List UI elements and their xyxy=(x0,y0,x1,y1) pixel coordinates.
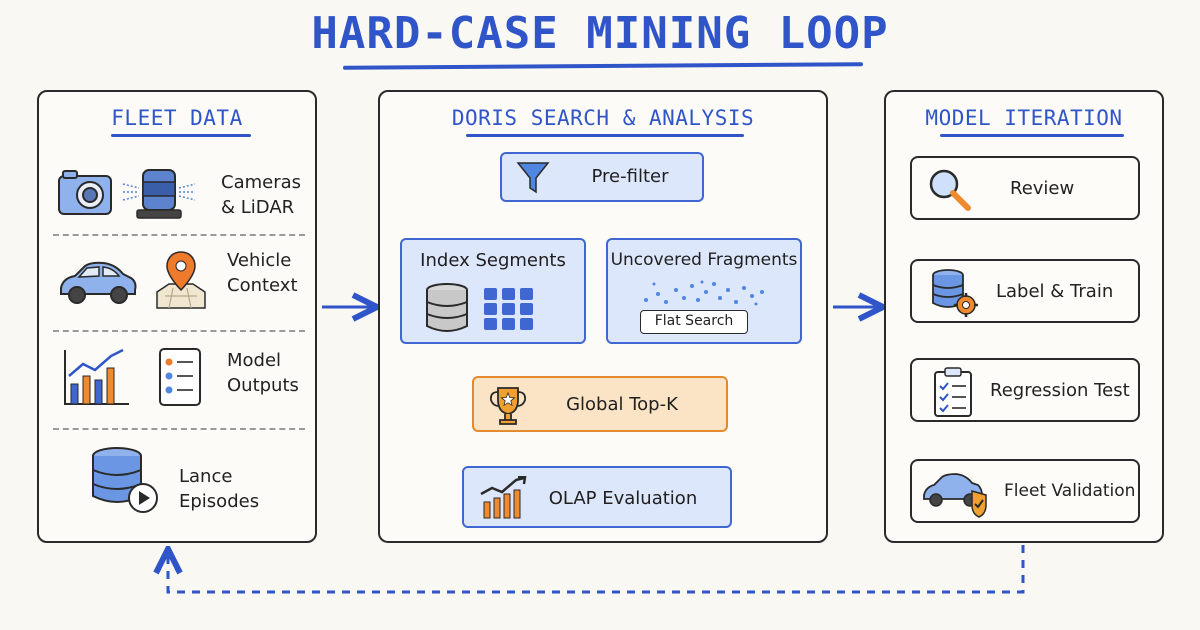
fleet-divider xyxy=(53,234,305,236)
car-icon xyxy=(60,261,137,304)
vehicle-context-label: Vehicle Context xyxy=(227,248,298,298)
fleet-row-vehicle-context: Vehicle Context xyxy=(49,240,305,332)
clipboard-check-icon xyxy=(934,367,972,417)
fleet-divider xyxy=(53,428,305,430)
index-segments-node: Index Segments xyxy=(400,238,586,344)
olap-evaluation-label: OLAP Evaluation xyxy=(548,488,698,509)
fleet-row-lance-episodes: Lance Episodes xyxy=(49,434,305,526)
feedback-loop-arrow xyxy=(168,545,1025,594)
cameras-label: Cameras xyxy=(221,172,302,193)
label-train-step: Label & Train xyxy=(910,259,1140,323)
fleet-data-panel: FLEET DATA Cameras & LiDAR xyxy=(37,90,317,543)
fleet-validation-step: Fleet Validation xyxy=(910,459,1140,523)
scatter-dots-icon xyxy=(644,280,764,306)
prefilter-label: Pre-filter xyxy=(591,166,669,187)
olap-evaluation-node: OLAP Evaluation xyxy=(462,466,732,528)
fleet-row-model-outputs: Model Outputs xyxy=(49,336,305,428)
global-topk-label: Global Top-K xyxy=(566,394,678,415)
magnifier-icon xyxy=(929,169,971,211)
review-label: Review xyxy=(1010,178,1075,199)
cameras-lidar-label: Cameras & LiDAR xyxy=(221,170,301,220)
flat-search-label: Flat Search xyxy=(654,313,734,329)
model-iteration-panel: MODEL ITERATION Review Label & Train Reg… xyxy=(884,90,1164,543)
flat-search-box: Flat Search xyxy=(640,310,748,334)
camera-icon xyxy=(58,170,112,215)
lance-episodes-label: Lance Episodes xyxy=(179,466,260,512)
prefilter-node: Pre-filter xyxy=(500,152,704,202)
uncovered-fragments-node: Uncovered Fragments Flat Search xyxy=(606,238,802,344)
model-outputs-label: Model Outputs xyxy=(227,348,299,398)
map-pin-icon xyxy=(156,251,206,309)
model-iteration-title-underline xyxy=(940,134,1124,137)
growth-chart-icon xyxy=(480,476,527,519)
grid-icon xyxy=(484,288,533,330)
database-icon xyxy=(426,283,468,332)
index-segments-label: Index Segments xyxy=(420,250,566,271)
fleet-validation-label: Fleet Validation xyxy=(1004,481,1136,501)
fleet-data-title: FLEET DATA xyxy=(111,106,243,130)
outputs-label: Outputs xyxy=(227,375,299,396)
list-icon xyxy=(159,348,201,406)
database-play-icon xyxy=(92,447,158,513)
database-gear-icon xyxy=(932,269,978,317)
lidar-icon xyxy=(122,169,196,219)
context-label: Context xyxy=(227,275,298,296)
review-step: Review xyxy=(910,156,1140,220)
funnel-icon xyxy=(516,162,550,194)
model-iteration-title: MODEL ITERATION xyxy=(925,106,1123,130)
model-label: Model xyxy=(227,350,282,371)
doris-title-underline xyxy=(466,134,744,137)
diagram-title: HARD-CASE MINING LOOP xyxy=(311,8,889,59)
bar-chart-icon xyxy=(64,348,129,405)
regression-test-label: Regression Test xyxy=(990,380,1130,401)
uncovered-fragments-label: Uncovered Fragments xyxy=(610,250,798,270)
regression-test-step: Regression Test xyxy=(910,358,1140,422)
lidar-label: & LiDAR xyxy=(221,197,295,218)
fleet-data-title-underline xyxy=(111,134,251,137)
label-train-label: Label & Train xyxy=(996,281,1114,302)
fleet-row-cameras-lidar: Cameras & LiDAR xyxy=(49,144,305,236)
doris-title: DORIS SEARCH & ANALYSIS xyxy=(451,106,755,130)
vehicle-label: Vehicle xyxy=(227,250,292,271)
fleet-divider xyxy=(53,330,305,332)
car-shield-icon xyxy=(923,473,987,518)
trophy-icon xyxy=(489,387,527,425)
global-topk-node: Global Top-K xyxy=(472,376,728,432)
